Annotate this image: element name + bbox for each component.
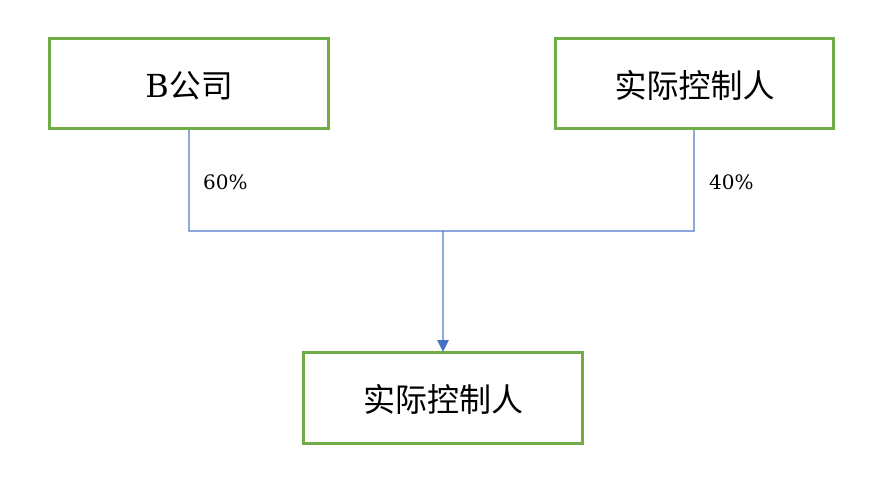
connector-from-controller	[443, 130, 695, 232]
actual-controller-label-top: 实际控制人	[614, 66, 775, 105]
connector-from-b-company	[188, 130, 443, 232]
actual-controller-label-bottom: 实际控制人	[362, 381, 523, 419]
b-company-box: B公司	[48, 37, 330, 130]
actual-controller-box-top: 实际控制人	[554, 37, 835, 130]
arrowhead-icon	[437, 340, 449, 352]
actual-controller-box-bottom: 实际控制人	[302, 351, 584, 445]
share-percent-left: 60%	[203, 170, 248, 194]
share-percent-right: 40%	[709, 170, 754, 194]
b-company-label: B公司	[145, 66, 233, 105]
